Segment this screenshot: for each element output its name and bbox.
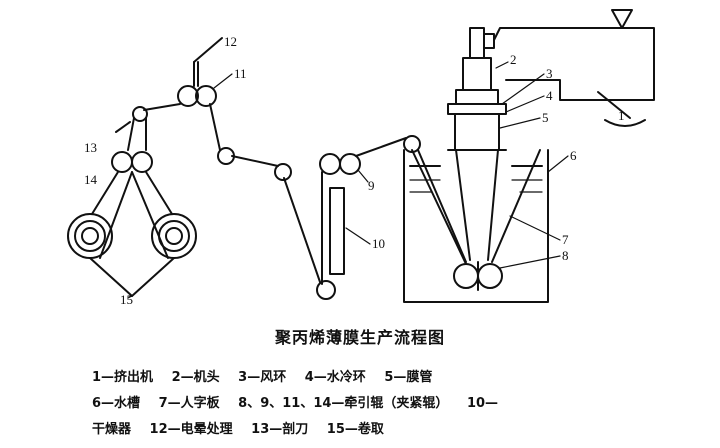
figure-caption: 聚丙烯薄膜生产流程图: [274, 328, 445, 347]
legend-item: 15—卷取: [326, 422, 384, 437]
label-10: 10: [372, 236, 385, 251]
dryer: [329, 187, 345, 275]
film-bubble: [455, 149, 499, 261]
nip-rolls-14: [111, 151, 153, 173]
legend-item: 6—水槽: [92, 396, 141, 411]
label-2: 2: [510, 52, 517, 67]
legend-item: 2—机头: [171, 370, 220, 385]
label-3: 3: [546, 66, 553, 81]
label-6: 6: [570, 148, 577, 163]
legend-item: 12—电晕处理: [149, 422, 233, 437]
label-9: 9: [368, 178, 375, 193]
legend-item: 10—: [466, 396, 499, 411]
extruder-motor: [493, 9, 655, 127]
label-12: 12: [224, 34, 237, 49]
legend-item: 7—人字板: [158, 396, 220, 411]
legend-item: 4—水冷环: [304, 370, 366, 385]
leader-lines: [127, 61, 569, 299]
label-5: 5: [542, 110, 549, 125]
diagram-labels: 1 2 3 4 5 6 7 8 9 10 11 12 13 14 15: [84, 34, 625, 307]
legend-item: 13—剖刀: [251, 422, 309, 437]
extruder-die-assembly: [447, 27, 507, 151]
legend-item: 3—风环: [238, 370, 287, 385]
legend-item: 1—挤出机: [92, 370, 154, 385]
production-flow-diagram: 1 2 3 4 5 6 7 8 9 10 11 12 13 14 15: [67, 9, 655, 307]
label-11: 11: [234, 66, 247, 81]
collapsing-board: [417, 149, 541, 263]
nip-rolls-11: [177, 37, 223, 107]
nip-rolls-8: [453, 261, 503, 291]
label-14: 14: [84, 172, 98, 187]
label-8: 8: [562, 248, 569, 263]
label-7: 7: [562, 232, 569, 247]
film-path-left: [115, 103, 181, 151]
legend-row-2: 6—水槽 7—人字板 8、9、11、14—牵引辊（夹紧辊） 10—: [92, 394, 652, 414]
legend-item: 8、9、11、14—牵引辊（夹紧辊）: [238, 396, 449, 411]
label-15: 15: [120, 292, 133, 307]
legend-row-3: 干燥器 12—电晕处理 13—剖刀 15—卷取: [92, 420, 652, 440]
label-4: 4: [546, 88, 553, 103]
water-tank: [403, 149, 549, 303]
film-path-middle: [209, 103, 336, 300]
legend-row-1: 1—挤出机 2—机头 3—风环 4—水冷环 5—膜管: [92, 368, 652, 388]
legend-item: 5—膜管: [384, 370, 433, 385]
nip-rolls-9: [319, 153, 361, 175]
film-path-right: [355, 135, 467, 265]
winders: [67, 171, 197, 297]
label-1: 1: [618, 108, 625, 123]
legend-item: 干燥器: [92, 422, 132, 437]
label-13: 13: [84, 140, 97, 155]
